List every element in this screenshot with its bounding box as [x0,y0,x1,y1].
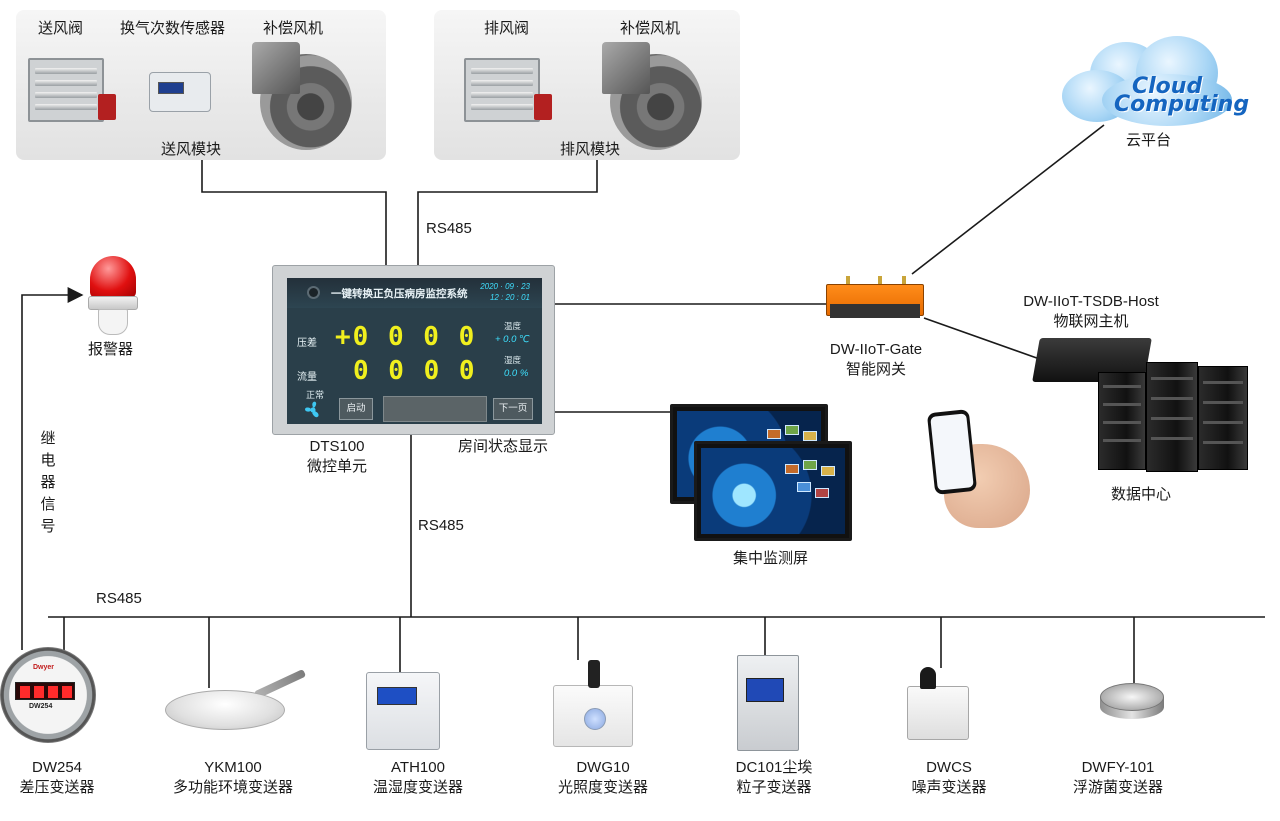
air-change-sensor-label: 换气次数传感器 [120,20,226,37]
fan-icon [305,401,319,418]
gateway-image [826,276,924,324]
device-desc: 噪声变送器 [911,779,987,796]
gateway-host-line [923,317,1049,363]
cloud-computing-logo: Cloud Computing [1062,36,1249,128]
mobile-phone-image [926,409,978,495]
device-dwfy101-caption: DWFY-101 浮游菌变送器 [1043,758,1193,798]
monitor-front [694,441,852,541]
pressure-digits: +0 0 0 0 [335,322,477,352]
device-ykm100-caption: YKM100 多功能环境变送器 [158,758,308,798]
status-display-field [383,396,487,422]
alarm-image [86,256,140,336]
exhaust-module-panel: 排风阀 补偿风机 排风模块 [434,10,740,160]
host-caption: DW-IIoT-TSDB-Host 物联网主机 [1016,292,1166,332]
status-text: 正常 [306,390,325,400]
device-ath100-caption: ATH100 温湿度变送器 [343,758,493,798]
device-dc101-caption: DC101尘埃 粒子变送器 [699,758,849,798]
cloud-platform-label: 云平台 [1126,132,1172,149]
device-model: DW254 [31,759,83,776]
device-dwcs-caption: DWCS 噪声变送器 [874,758,1024,798]
flow-label: 流量 [297,372,317,383]
dts100-controller: 一键转换正负压病房监控系统 2020 · 09 · 23 12 : 20 : 0… [272,265,555,435]
monitor-screen-label: 集中监测屏 [733,550,809,567]
dwfy101-image [1100,683,1164,727]
exhaust-module-label: 排风模块 [560,141,621,158]
dts100-screen: 一键转换正负压病房监控系统 2020 · 09 · 23 12 : 20 : 0… [287,278,542,424]
rs485-bus-label: RS485 [96,590,142,607]
supply-damper-label: 送风阀 [38,20,84,37]
alarm-label: 报警器 [88,341,134,358]
dts100-name: DTS100 [309,438,365,455]
device-model: DWCS [926,759,972,776]
supply-module-panel: 送风阀 换气次数传感器 补偿风机 送风模块 [16,10,386,160]
humidity-value: 0.0 % [504,368,529,379]
pressure-label: 压差 [297,338,317,349]
exhaust-damper-label: 排风阀 [484,20,530,37]
datacenter-label: 数据中心 [1111,486,1172,503]
device-desc: 温湿度变送器 [372,779,463,796]
exhaust-damper-image [464,58,552,122]
gateway-cloud-line [911,124,1105,275]
device-dwg10-caption: DWG10 光照度变送器 [528,758,678,798]
ykm100-image [165,668,307,734]
humidity-label: 湿度 [504,355,522,365]
device-model: DWFY-101 [1081,759,1155,776]
device-model: DC101尘埃 [735,759,813,776]
rs485-mid-label: RS485 [418,517,464,534]
supply-link-line [201,160,387,265]
gateway-name: DW-IIoT-Gate [829,341,923,358]
start-button[interactable]: 启动 [339,398,373,420]
next-page-button[interactable]: 下一页 [493,398,533,420]
supply-damper-image [28,58,116,122]
device-desc: 浮游菌变送器 [1072,779,1163,796]
dc101-image [737,655,799,751]
dw254-gauge-image: Dwyer DW254 [0,647,96,743]
device-desc: 光照度变送器 [557,779,648,796]
dts-power-knob-icon [307,286,320,299]
dwg10-image [553,660,633,747]
host-name: DW-IIoT-TSDB-Host [1023,293,1159,310]
relay-signal-label: 继 电 器 信 号 [40,430,56,535]
device-desc: 差压变送器 [19,779,95,796]
rs485-top-label: RS485 [426,220,472,237]
supply-module-label: 送风模块 [161,141,222,158]
exhaust-fan-label: 补偿风机 [620,20,681,37]
supply-fan-image [252,42,352,152]
gateway-caption: DW-IIoT-Gate 智能网关 [801,340,951,380]
exhaust-fan-image [602,42,702,152]
device-model: YKM100 [204,759,262,776]
gateway-desc: 智能网关 [845,361,906,378]
dw254-screen-text: DW254 [29,703,53,710]
dts100-desc: 微控单元 [306,458,367,475]
room-status-label: 房间状态显示 [458,438,549,455]
supply-fan-label: 补偿风机 [263,20,324,37]
temp-label: 温度 [504,321,522,331]
device-dw254-caption: DW254 差压变送器 [0,758,132,798]
temp-value: + 0.0 ℃ [495,334,530,345]
cloud-word-1: Cloud [1132,74,1203,99]
dts-screen-title: 一键转换正负压病房监控系统 [331,288,468,300]
dwcs-image [907,667,969,740]
dw254-brand: Dwyer [33,664,55,671]
device-desc: 多功能环境变送器 [172,779,293,796]
datacenter-rack-image [1098,372,1146,470]
cloud-word-2: Computing [1114,92,1250,117]
dts-datetime: 2020 · 09 · 23 12 : 20 : 01 [480,282,530,302]
device-model: DWG10 [576,759,630,776]
host-desc: 物联网主机 [1053,313,1129,330]
device-model: ATH100 [391,759,445,776]
exhaust-link-line [417,160,598,265]
dts100-caption: DTS100 微控单元 [262,437,412,477]
ath100-image [366,672,440,750]
flow-digits: 0 0 0 0 [353,356,477,386]
relay-signal-line [21,287,84,650]
device-desc: 粒子变送器 [736,779,812,796]
air-change-sensor-image [149,72,211,112]
